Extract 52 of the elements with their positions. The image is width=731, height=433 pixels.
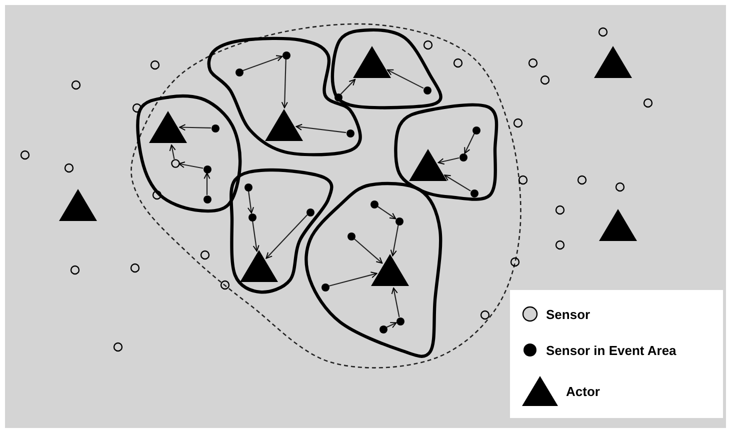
actor-triangle xyxy=(409,149,447,181)
event-sensor-dot xyxy=(334,92,342,102)
event-sensor-dot xyxy=(202,194,212,204)
event-sensor-dot xyxy=(422,86,432,94)
arrow xyxy=(252,220,260,252)
event-sensor-dot xyxy=(470,188,478,198)
event-sensor-dot xyxy=(234,68,244,76)
arrow xyxy=(247,190,254,214)
actor-triangle xyxy=(149,111,187,143)
arrow xyxy=(438,157,460,165)
legend-label: Sensor xyxy=(546,306,590,322)
arrow xyxy=(386,322,397,328)
arrow xyxy=(242,55,283,72)
sensor-circle xyxy=(170,158,180,168)
event-sensor-dot xyxy=(282,50,290,60)
arrow xyxy=(281,58,288,108)
legend-label: Sensor in Event Area xyxy=(546,342,676,358)
event-sensor-dot xyxy=(346,128,354,138)
actor-triangle xyxy=(353,46,391,78)
actor-triangle xyxy=(240,250,278,282)
event-sensor-dot xyxy=(394,216,404,226)
event-sensor-dot xyxy=(244,182,252,192)
event-sensor-dot xyxy=(202,164,212,174)
legend-label: Actor xyxy=(566,384,600,398)
event-sensor-dot xyxy=(472,126,480,134)
actor-triangle xyxy=(59,189,97,221)
arrow xyxy=(179,124,212,131)
arrow xyxy=(340,78,356,95)
arrow xyxy=(391,287,400,318)
event-sensor-dot xyxy=(320,282,330,292)
actor-triangle xyxy=(599,209,637,241)
event-sensor-dot xyxy=(210,124,220,132)
event-sensor-dot xyxy=(370,200,378,208)
event-sensor-dot xyxy=(458,152,468,162)
actor-triangle xyxy=(594,46,632,78)
arrow xyxy=(328,272,378,287)
arrow xyxy=(377,206,396,220)
arrow xyxy=(390,224,399,256)
arrow xyxy=(266,214,308,259)
arrow xyxy=(178,162,204,169)
event-sensor-dot xyxy=(306,208,314,216)
event-sensor-dot xyxy=(396,316,404,326)
actor-triangle xyxy=(265,109,303,141)
arrow xyxy=(444,174,471,192)
event-sensor-dot xyxy=(248,212,256,222)
event-sensor-dot xyxy=(378,324,388,334)
arrow xyxy=(204,172,210,195)
arrow xyxy=(354,238,383,264)
event-sensor-dot xyxy=(346,232,356,240)
actor-triangle xyxy=(371,254,409,286)
arrow xyxy=(464,133,475,154)
arrow xyxy=(169,144,176,160)
